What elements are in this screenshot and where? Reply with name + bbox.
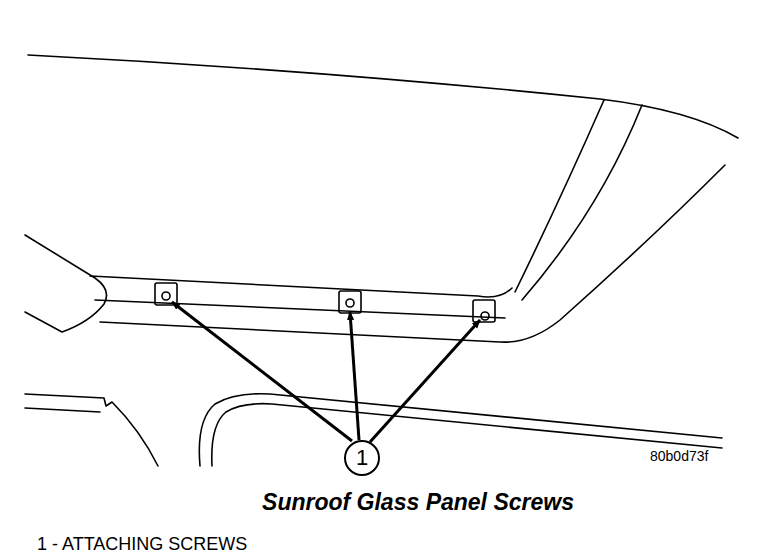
callout-circle: 1	[344, 440, 380, 476]
screw	[162, 292, 170, 300]
opening-frame	[95, 300, 505, 318]
screw	[481, 312, 489, 320]
opening-frame	[100, 165, 725, 342]
legend-note: 1 - ATTACHING SCREWS	[37, 535, 247, 555]
leader-arrow	[350, 312, 359, 440]
leader-arrow	[172, 302, 352, 441]
leader-arrow	[370, 320, 480, 442]
screw-tab	[473, 300, 495, 322]
figure-caption: Sunroof Glass Panel Screws	[262, 490, 574, 515]
seat-back	[25, 394, 158, 466]
door-frame	[212, 404, 722, 466]
glass-edge	[515, 100, 604, 292]
callout-number: 1	[356, 447, 368, 469]
opening-frame	[90, 276, 512, 297]
seat-back	[25, 408, 100, 412]
door-frame	[199, 394, 722, 466]
figure-code: 80b0d73f	[650, 449, 708, 464]
screw	[346, 299, 354, 307]
screw-tab	[339, 291, 361, 313]
sun-visor	[25, 235, 107, 332]
roof-edge	[28, 55, 738, 138]
glass-edge	[522, 105, 642, 300]
